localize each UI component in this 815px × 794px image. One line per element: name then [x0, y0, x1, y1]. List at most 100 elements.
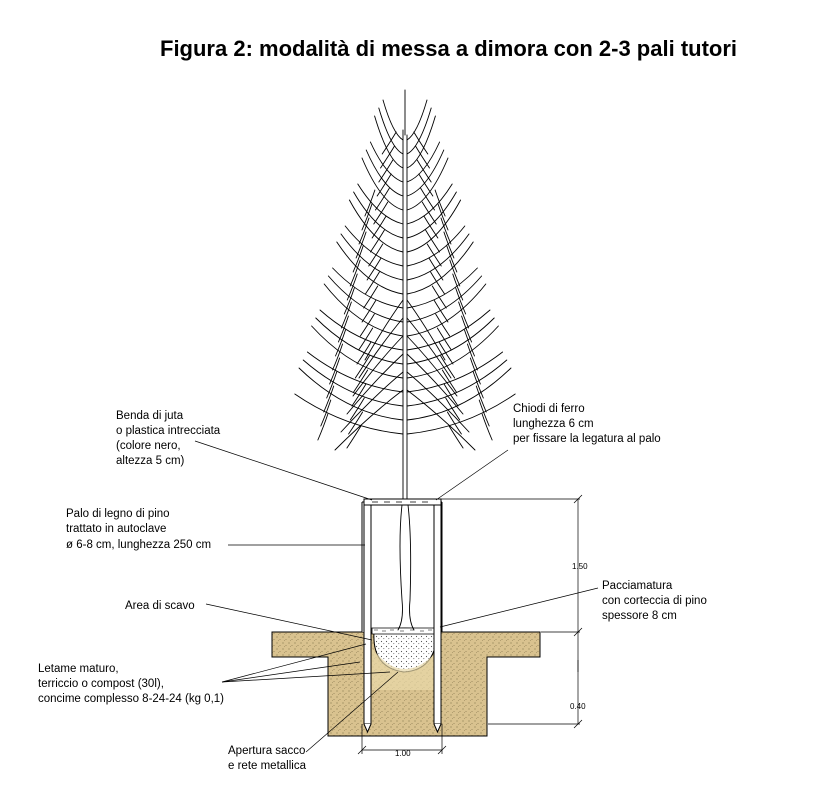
tree-branch	[406, 199, 462, 253]
tree-branch	[406, 183, 453, 225]
tree-branch	[481, 413, 493, 441]
label-pacciamatura-line3: spessore 8 cm	[602, 610, 677, 622]
tree-branch	[354, 355, 370, 379]
label-benda-line2: o plastica intrecciata	[116, 425, 221, 437]
tree-branch	[406, 351, 504, 393]
label-pacciamatura-line1: Pacciamatura	[602, 580, 673, 592]
tree-branch	[406, 233, 470, 281]
tree-branch	[443, 383, 459, 407]
tree-branch	[375, 187, 390, 211]
label-palo: Palo di legno di pino trattato in autocl…	[66, 508, 211, 551]
tree-branch	[441, 369, 457, 393]
tree-branch	[376, 173, 392, 197]
tree-branch	[323, 283, 404, 337]
tree-branch	[371, 215, 387, 239]
tree-branch	[416, 159, 432, 183]
tree-branch	[364, 189, 376, 217]
tree-branch	[319, 309, 404, 351]
tree-branch	[435, 313, 451, 337]
tree-branch	[446, 245, 458, 273]
tree-branch	[406, 299, 446, 361]
tree-branch	[406, 267, 478, 309]
label-letame-line2: terriccio o compost (30l),	[38, 678, 164, 690]
tree-branch	[437, 203, 449, 231]
tree-branch	[406, 335, 458, 397]
label-benda-line4: altezza 5 cm)	[116, 455, 185, 467]
label-chiodi-line1: Chiodi di ferro	[513, 403, 585, 415]
tree-branch	[358, 327, 374, 351]
tree-branch	[478, 399, 490, 427]
tree-branch	[306, 351, 404, 393]
tree-branch	[315, 317, 404, 365]
tree-branch	[361, 203, 373, 231]
label-pacciamatura-line2: con corteccia di pino	[602, 595, 707, 607]
tree-branch	[352, 335, 404, 397]
tree-branch	[380, 145, 395, 169]
dimension-lines	[357, 494, 583, 755]
tree-branch	[406, 309, 491, 351]
tree-branch	[332, 343, 344, 371]
tie-bar	[363, 498, 442, 506]
tree-branch	[406, 107, 432, 155]
tree-branch	[415, 145, 430, 169]
tree-branch	[406, 241, 474, 295]
tree-branch	[406, 393, 516, 435]
tree-branch	[358, 317, 404, 379]
tree-branch	[364, 299, 404, 361]
label-apertura-line2: e rete metallica	[228, 760, 307, 772]
tree-branch	[335, 329, 346, 357]
dim-pit-depth: 0.40	[570, 702, 586, 711]
label-palo-line2: trattato in autoclave	[66, 523, 166, 535]
tree-branch	[317, 413, 329, 441]
tree-branch	[365, 149, 404, 197]
tree-branch	[364, 271, 380, 295]
tree-branch	[406, 389, 476, 451]
tree-branch	[336, 241, 404, 295]
tree-branch	[413, 131, 429, 155]
tree-branch	[406, 359, 508, 407]
label-pacciamatura: Pacciamatura con corteccia di pino spess…	[602, 580, 707, 622]
tree-branch	[332, 267, 404, 309]
tree-branch	[406, 115, 436, 169]
tree-branch	[353, 369, 369, 393]
tree-branch	[406, 283, 487, 337]
tree-branch	[464, 329, 475, 357]
tree-branch	[406, 317, 452, 379]
tree-branch	[426, 243, 442, 267]
tree-branch	[430, 271, 446, 295]
tree-branch	[378, 159, 394, 183]
tree-branch	[361, 299, 377, 323]
tree-branch	[421, 201, 437, 225]
tree-branch	[406, 149, 445, 197]
figure-title: Figura 2: modalità di messa a dimora con…	[160, 36, 737, 61]
tree-branch	[440, 217, 452, 245]
tree-branch	[406, 157, 449, 211]
tree-branch	[358, 217, 370, 245]
label-letame-line1: Letame maturo,	[38, 663, 119, 675]
tree-branch	[443, 231, 455, 259]
label-apertura: Apertura sacco e rete metallica	[228, 745, 307, 772]
tree-branch	[446, 411, 462, 435]
tree-branch	[369, 229, 385, 253]
tree-branch	[344, 225, 404, 267]
tree-branch	[302, 359, 404, 407]
label-benda: Benda di juta o plastica intrecciata (co…	[116, 410, 221, 467]
tree-branch	[298, 367, 404, 421]
tree-branch	[311, 325, 404, 379]
tree-branch	[373, 201, 389, 225]
tree-branch	[406, 325, 499, 379]
label-area-scavo: Area di scavo	[125, 600, 195, 612]
tree-branch	[366, 257, 382, 281]
tree-branch	[352, 245, 364, 273]
dim-stake-height: 1.50	[572, 562, 588, 571]
tree-branch	[361, 157, 404, 211]
tree-branch	[406, 317, 495, 365]
tree-branch	[455, 287, 467, 315]
tree-branch	[436, 327, 452, 351]
tree-branch	[382, 99, 404, 141]
tree-branch	[351, 383, 367, 407]
tree-branch	[423, 215, 439, 239]
tree-branch	[448, 425, 464, 449]
tree-branch	[340, 233, 404, 281]
